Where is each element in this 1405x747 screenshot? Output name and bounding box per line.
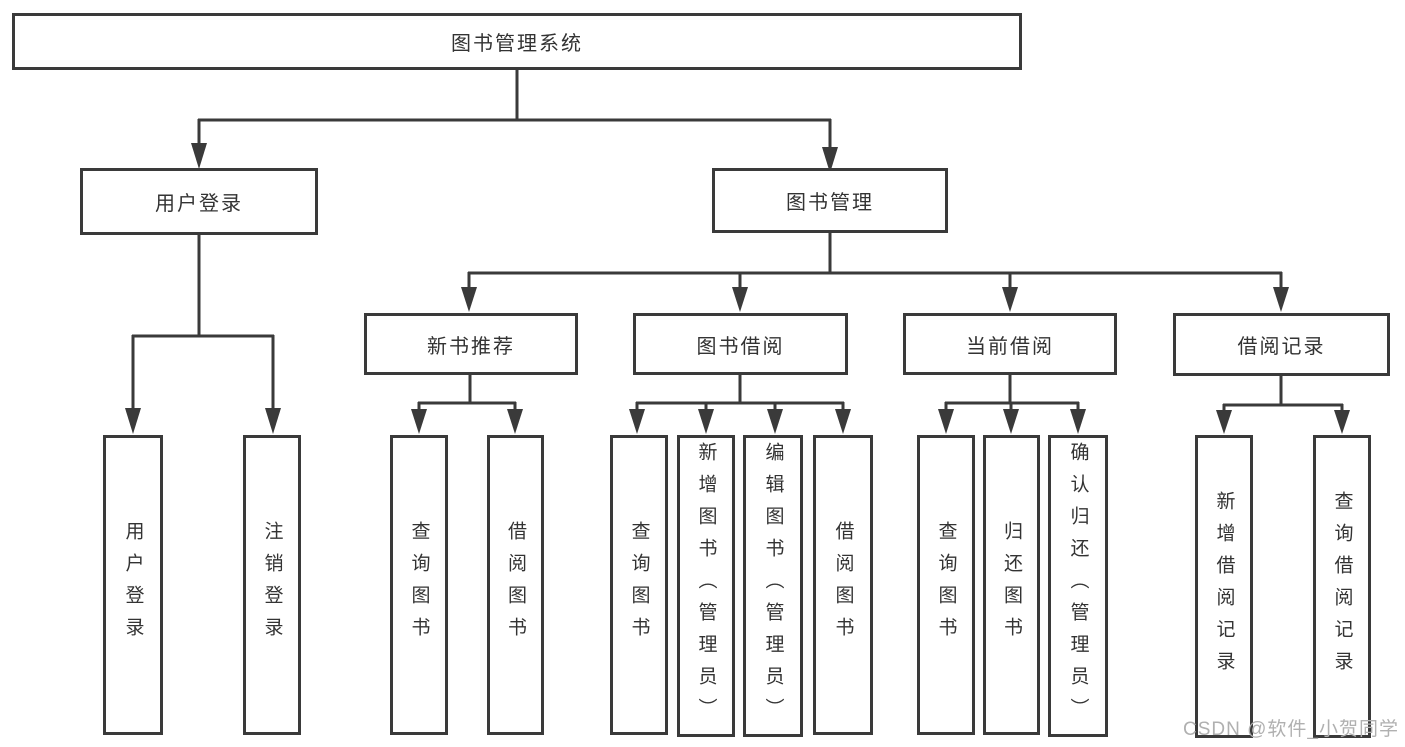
connector-borrow-record-branch bbox=[1222, 376, 1344, 411]
arrow-down-icon bbox=[732, 287, 748, 312]
node-label: 图书借阅 bbox=[696, 335, 785, 358]
leaf-borrow-books: 借阅图书 bbox=[813, 435, 873, 735]
leaf-edit-books-admin: 编辑图书（管理员） bbox=[743, 435, 803, 737]
arrow-down-icon bbox=[629, 409, 645, 434]
arrow-down-icon bbox=[1070, 409, 1086, 434]
arrow-down-icon bbox=[507, 409, 523, 434]
node-label: 查询图书 bbox=[628, 521, 650, 649]
node-label: 确认归还（管理员） bbox=[1067, 442, 1089, 730]
connector-root-to-level2 bbox=[197, 70, 832, 148]
node-label: 编辑图书（管理员） bbox=[762, 442, 784, 730]
leaf-user-login: 用户登录 bbox=[103, 435, 163, 735]
node-label: 归还图书 bbox=[1001, 521, 1022, 649]
arrowheads bbox=[125, 143, 1350, 434]
node-borrow-record: 借阅记录 bbox=[1173, 313, 1390, 376]
connector-book-management-branch bbox=[467, 233, 1283, 288]
csdn-watermark: CSDN @软件_小贺同学 bbox=[1183, 719, 1399, 740]
node-label: 注销登录 bbox=[261, 521, 283, 649]
arrow-down-icon bbox=[698, 409, 714, 434]
node-label: 图书管理 bbox=[786, 192, 874, 214]
connector-new-book-branch bbox=[417, 375, 517, 410]
connector-user-login-branch bbox=[131, 235, 275, 409]
leaf-query-books: 查询图书 bbox=[390, 435, 448, 735]
node-label: 用户登录 bbox=[122, 521, 144, 649]
node-label: 用户登录 bbox=[155, 193, 243, 215]
connector-book-borrow-branch bbox=[635, 375, 845, 410]
node-label: 查询借阅记录 bbox=[1331, 490, 1353, 683]
arrow-down-icon bbox=[265, 408, 281, 434]
arrow-down-icon bbox=[191, 143, 207, 169]
node-book-borrow: 图书借阅 bbox=[633, 313, 848, 375]
arrow-down-icon bbox=[461, 287, 477, 312]
arrow-down-icon bbox=[835, 409, 851, 434]
leaf-return-books: 归还图书 bbox=[983, 435, 1040, 735]
node-label: 新增借阅记录 bbox=[1213, 490, 1235, 683]
node-label: 图书管理系统 bbox=[451, 33, 583, 55]
node-label: 查询图书 bbox=[935, 521, 957, 649]
connector-current-borrow-branch bbox=[944, 375, 1080, 410]
arrow-down-icon bbox=[1334, 410, 1350, 434]
arrow-down-icon bbox=[822, 147, 838, 173]
node-label: 借阅记录 bbox=[1237, 336, 1326, 358]
node-new-book-recommend: 新书推荐 bbox=[364, 313, 578, 375]
arrow-down-icon bbox=[411, 409, 427, 434]
node-label: 借阅图书 bbox=[832, 521, 854, 649]
leaf-query-books: 查询图书 bbox=[610, 435, 668, 735]
leaf-add-books-admin: 新增图书（管理员） bbox=[677, 435, 735, 737]
node-library-management-system: 图书管理系统 bbox=[12, 13, 1022, 70]
leaf-query-books: 查询图书 bbox=[917, 435, 975, 735]
arrow-down-icon bbox=[1003, 409, 1019, 434]
arrow-down-icon bbox=[938, 409, 954, 434]
node-current-borrow: 当前借阅 bbox=[903, 313, 1117, 375]
arrow-down-icon bbox=[125, 408, 141, 434]
node-label: 借阅图书 bbox=[505, 521, 526, 649]
leaf-borrow-books: 借阅图书 bbox=[487, 435, 544, 735]
node-label: 当前借阅 bbox=[966, 335, 1054, 358]
leaf-logout: 注销登录 bbox=[243, 435, 301, 735]
arrow-down-icon bbox=[1273, 287, 1289, 312]
leaf-confirm-return-admin: 确认归还（管理员） bbox=[1048, 435, 1108, 737]
node-label: 查询图书 bbox=[408, 521, 430, 649]
leaf-query-borrow-record: 查询借阅记录 bbox=[1313, 435, 1371, 738]
node-user-login: 用户登录 bbox=[80, 168, 318, 235]
node-label: 新增图书（管理员） bbox=[695, 442, 717, 730]
arrow-down-icon bbox=[1216, 410, 1232, 434]
leaf-add-borrow-record: 新增借阅记录 bbox=[1195, 435, 1253, 738]
node-book-management: 图书管理 bbox=[712, 168, 948, 233]
arrow-down-icon bbox=[767, 409, 783, 434]
arrow-down-icon bbox=[1002, 287, 1018, 312]
node-label: 新书推荐 bbox=[427, 335, 515, 358]
